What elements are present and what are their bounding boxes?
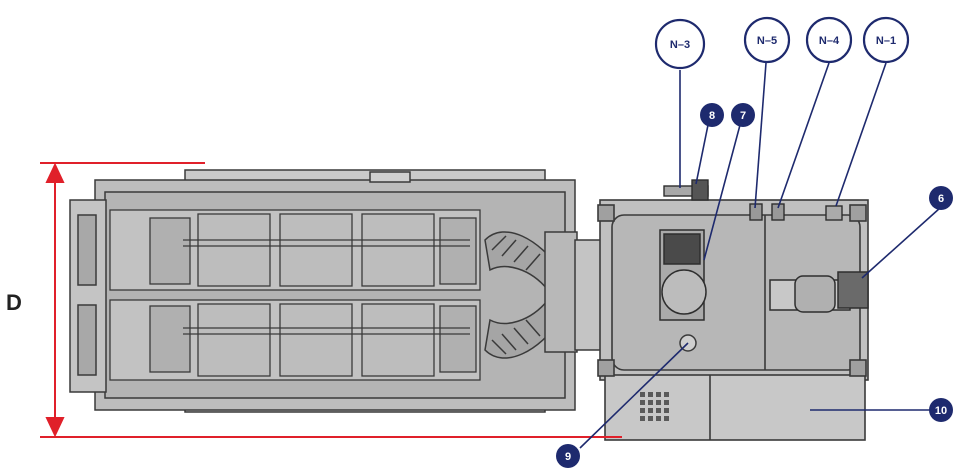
nozzle-n5: N–5 (743, 16, 791, 64)
pump-unit (659, 229, 707, 321)
item-6: 6 (929, 186, 953, 210)
nozzle-n3-label: N–3 (670, 39, 690, 51)
item-6-label: 6 (938, 193, 944, 205)
tank-body (597, 199, 869, 441)
item-7: 7 (731, 103, 755, 127)
item-9: 9 (556, 444, 580, 468)
item-10: 10 (929, 398, 953, 422)
top-nozzles (663, 179, 843, 221)
item-8-label: 8 (709, 110, 715, 122)
nozzle-n1: N–1 (862, 16, 910, 64)
dimension-d-label: D (6, 290, 22, 315)
dimension-d (40, 162, 622, 438)
leader-lines (579, 62, 941, 449)
item-10-label: 10 (935, 405, 947, 417)
nozzle-n4-label: N–4 (819, 35, 840, 47)
module-row-bottom (109, 299, 481, 381)
item-7-label: 7 (740, 110, 746, 122)
vent-grille (640, 392, 669, 421)
motor-unit (769, 271, 869, 313)
nozzle-n3: N–3 (654, 18, 706, 70)
nozzle-n4: N–4 (805, 16, 853, 64)
module-row-top (109, 209, 481, 291)
item-9-label: 9 (565, 451, 571, 463)
item-8: 8 (700, 103, 724, 127)
nozzle-n5-label: N–5 (757, 35, 777, 47)
nozzle-n1-label: N–1 (876, 35, 896, 47)
